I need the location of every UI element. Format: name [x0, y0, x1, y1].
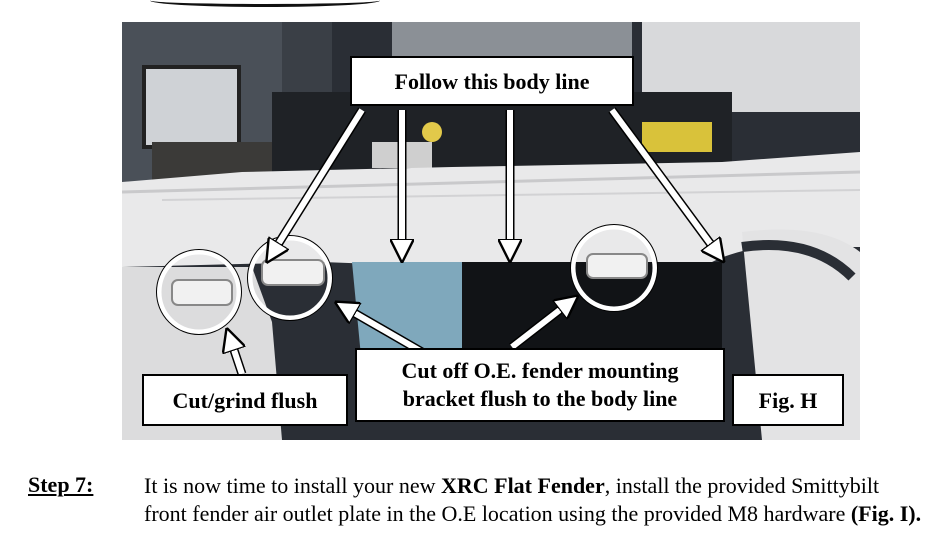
- callout-bracket-line-1: Cut off O.E. fender mounting: [401, 358, 679, 383]
- top-arc-fragment: [150, 0, 380, 7]
- bracket-center: [261, 259, 325, 286]
- circle-left: [156, 249, 242, 335]
- step-text-part-1: It is now time to install your new: [144, 473, 441, 498]
- bracket-arrows: [230, 302, 570, 375]
- body-line-arrows: [272, 108, 718, 254]
- circle-right: [570, 224, 658, 312]
- callout-bracket-line-2: bracket flush to the body line: [402, 386, 678, 411]
- step-product-name: XRC Flat Fender: [440, 473, 605, 498]
- callout-follow-body-line: Follow this body line: [350, 56, 634, 106]
- bracket-left: [171, 279, 233, 306]
- step-text-part-2: , install the provided Smittybilt front …: [144, 473, 880, 526]
- step-instructions: It is now time to install your new XRC F…: [144, 472, 924, 528]
- figure-label: Fig. H: [732, 374, 844, 426]
- circle-center: [247, 235, 333, 321]
- callout-cut-off-bracket: Cut off O.E. fender mounting bracket flu…: [355, 348, 725, 422]
- step-figure-reference: (Fig. I).: [850, 501, 922, 526]
- step-label: Step 7:: [28, 472, 94, 497]
- figure-h-photo: Follow this body line Cut/grind flush Cu…: [122, 22, 860, 440]
- bracket-right: [586, 253, 648, 279]
- callout-cut-grind-flush: Cut/grind flush: [142, 374, 348, 426]
